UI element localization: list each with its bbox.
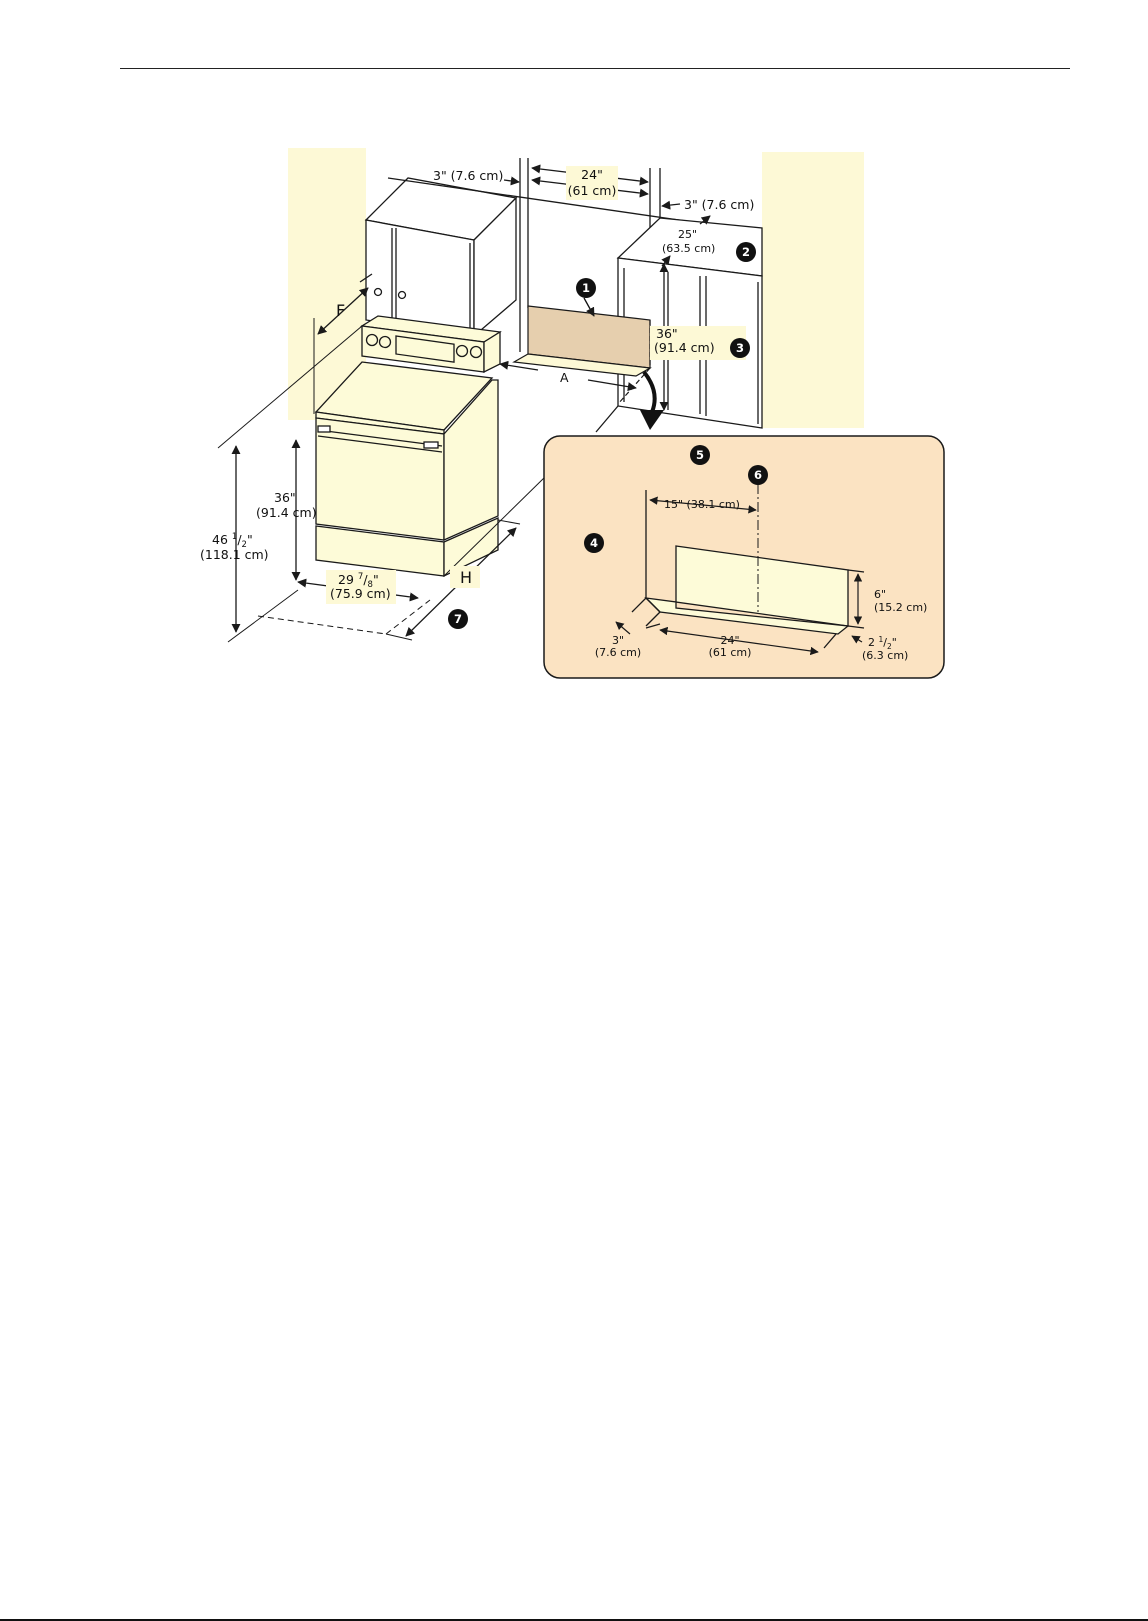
inset-centerline: 15" (38.1 cm): [664, 498, 740, 511]
dim-opening-width: 24": [581, 167, 603, 182]
svg-text:1: 1: [582, 281, 590, 295]
right-wall: [762, 152, 864, 428]
inset-width-metric: (61 cm): [709, 646, 752, 659]
svg-text:5: 5: [696, 448, 704, 462]
dim-overall-height-metric: (118.1 cm): [200, 547, 269, 562]
dim-side-clear-right: 3" (7.6 cm): [684, 197, 754, 212]
dim-range-counter-height: 36": [274, 490, 296, 505]
dim-label-h: H: [460, 568, 472, 587]
inset-detail: 15" (38.1 cm) 6" (15.2 cm) 24" (61 cm) 3…: [544, 436, 944, 678]
callout-2: 2: [736, 242, 756, 262]
dim-cabinet-depth-metric: (63.5 cm): [662, 242, 715, 255]
callout-1: 1: [576, 278, 596, 316]
dim-counter-height: 36": [656, 326, 678, 341]
callout-4: 4: [584, 533, 604, 553]
dim-side-clear-left: 3" (7.6 cm): [433, 168, 503, 183]
callout-3: 3: [730, 338, 750, 358]
dim-range-counter-height-metric: (91.4 cm): [256, 505, 317, 520]
svg-text:4: 4: [590, 536, 598, 550]
inset-depth-metric: (6.3 cm): [862, 649, 908, 662]
inset-height: 6": [874, 588, 886, 601]
svg-text:6: 6: [754, 468, 762, 482]
dim-label-a: A: [560, 370, 569, 385]
left-cabinet: [366, 178, 516, 336]
callout-6: 6: [748, 465, 768, 485]
inset-side-offset-metric: (7.6 cm): [595, 646, 641, 659]
svg-text:7: 7: [454, 612, 462, 626]
inset-height-metric: (15.2 cm): [874, 601, 927, 614]
installation-clearance-diagram: 3" (7.6 cm) 24" (61 cm) 3" (7.6 cm) 25" …: [0, 0, 1148, 700]
dim-cabinet-depth: 25": [678, 228, 697, 241]
svg-text:3: 3: [736, 341, 744, 355]
dim-counter-height-metric: (91.4 cm): [654, 340, 715, 355]
dim-range-width-metric: (75.9 cm): [330, 586, 391, 601]
callout-5: 5: [690, 445, 710, 465]
callout-7: 7: [448, 609, 468, 629]
dim-opening-width-metric: (61 cm): [568, 183, 617, 198]
svg-text:2: 2: [742, 245, 750, 259]
dim-label-f: F: [336, 301, 345, 320]
